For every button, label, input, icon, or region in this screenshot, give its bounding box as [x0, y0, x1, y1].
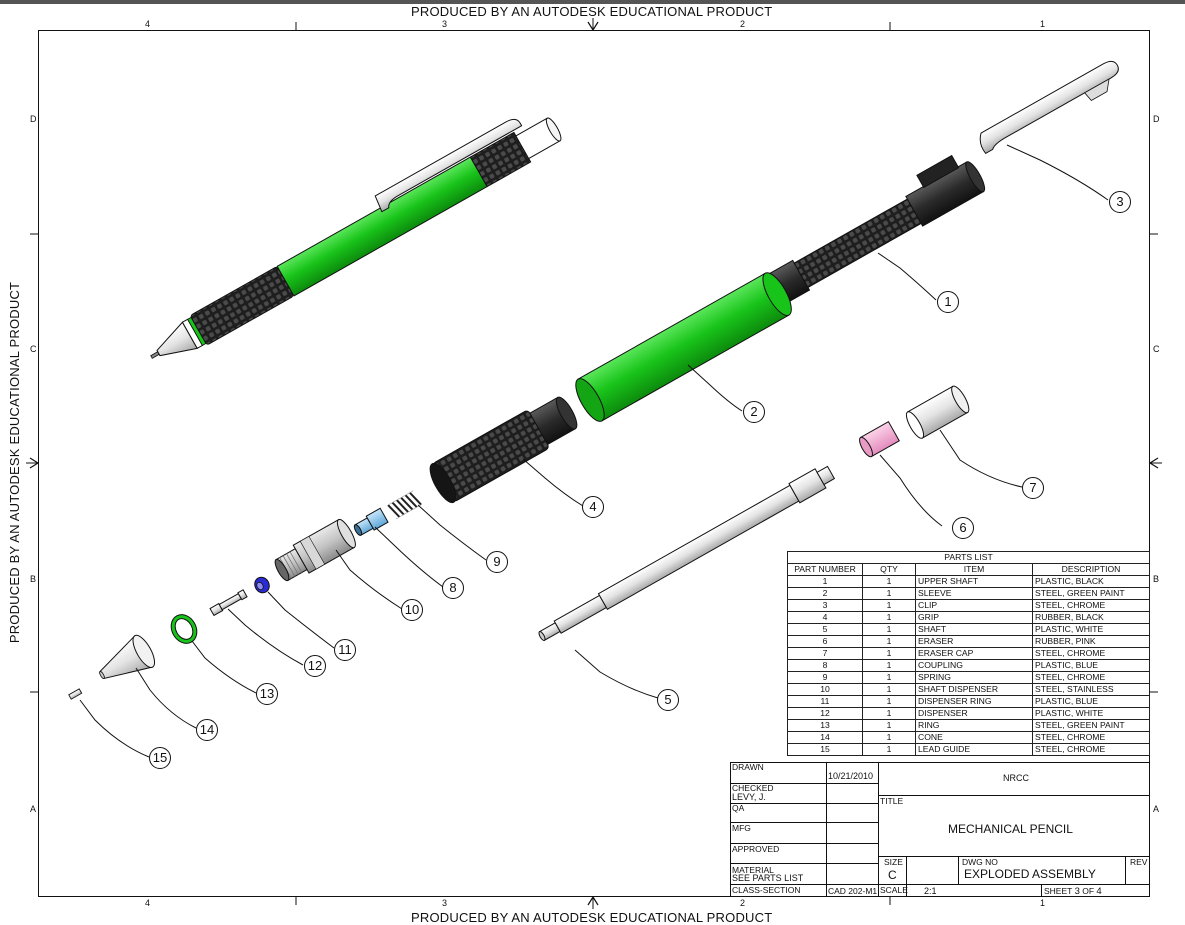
zone-row-a-right: A	[1153, 804, 1160, 814]
class-section-label: CLASS-SECTION	[732, 885, 801, 895]
scale-label: SCALE	[880, 885, 908, 895]
dwg-no-label: DWG NO	[962, 857, 998, 867]
balloon-7: 7	[1022, 477, 1044, 499]
zone-row-b-right: B	[1153, 574, 1160, 584]
sheet-label: SHEET	[1044, 886, 1073, 896]
dispenser-part	[209, 589, 248, 617]
item-cell: LEAD GUIDE	[915, 743, 1033, 756]
zone-col-2-top: 2	[740, 19, 746, 29]
parts-list-table: PARTS LIST PART NUMBER QTY ITEM DESCRIPT…	[787, 551, 1150, 756]
zone-col-4-top: 4	[145, 19, 151, 29]
zone-col-3-bottom: 3	[442, 898, 448, 908]
shaft-dispenser-part	[274, 518, 356, 582]
zone-ticks	[26, 18, 1162, 909]
company-name: NRCC	[1003, 773, 1029, 783]
mfg-label: MFG	[732, 823, 751, 833]
sheet-info: SHEET 3 OF 4	[1044, 886, 1102, 897]
zone-col-3-top: 3	[442, 19, 448, 29]
zone-row-d-right: D	[1153, 114, 1160, 124]
sleeve-part	[575, 272, 792, 422]
zone-col-4-bottom: 4	[145, 898, 151, 908]
qty-cell: 1	[862, 743, 916, 756]
balloon-15: 15	[149, 747, 171, 769]
balloon-13: 13	[256, 683, 278, 705]
spring-part	[387, 490, 422, 520]
balloon-1: 1	[937, 291, 959, 313]
cone-part	[99, 634, 156, 680]
zone-col-1-bottom: 1	[1040, 898, 1046, 908]
material-label: MATERIAL	[732, 865, 774, 875]
balloon-3: 3	[1109, 191, 1131, 213]
zone-col-1-top: 1	[1040, 19, 1046, 29]
eraser-part	[859, 420, 900, 458]
checked-label: CHECKED	[732, 783, 774, 793]
drawing-title: MECHANICAL PENCIL	[948, 822, 1073, 836]
qa-label: QA	[732, 803, 745, 813]
eraser-cap-part	[905, 385, 970, 439]
description-cell: STEEL, CHROME	[1032, 743, 1150, 756]
clip-part	[979, 60, 1119, 155]
watermark-bottom: PRODUCED BY AN AUTODESK EDUCATIONAL PROD…	[411, 910, 773, 925]
zone-row-a-left: A	[30, 804, 37, 814]
balloon-9: 9	[486, 551, 508, 573]
watermark-top: PRODUCED BY AN AUTODESK EDUCATIONAL PROD…	[411, 4, 773, 19]
drawn-label: DRAWN	[732, 762, 764, 772]
balloon-12: 12	[304, 655, 326, 677]
ring-part	[170, 614, 198, 644]
lead-guide-part	[68, 688, 83, 700]
drawn-date: 10/21/2010	[828, 771, 874, 781]
assembled-pencil	[150, 117, 562, 359]
checked-by: LEVY, J.	[732, 792, 766, 802]
shaft-part	[538, 465, 836, 642]
dispenser-ring-part	[254, 576, 270, 594]
material-value: SEE PARTS LIST	[732, 873, 804, 883]
leader-lines	[79, 144, 1109, 758]
coupling-part	[353, 507, 389, 536]
size-label: SIZE	[884, 857, 903, 867]
balloon-8: 8	[442, 577, 464, 599]
zone-row-b-left: B	[30, 574, 37, 584]
scale-value: 2:1	[924, 886, 937, 896]
size-value: C	[888, 868, 897, 882]
sheet-total: 4	[1096, 886, 1102, 897]
balloon-5: 5	[657, 689, 679, 711]
zone-col-2-bottom: 2	[740, 898, 746, 908]
balloon-10: 10	[401, 599, 423, 621]
zone-row-c-right: C	[1153, 344, 1160, 354]
sheet-number: 3	[1074, 886, 1080, 897]
zone-row-c-left: C	[30, 344, 37, 354]
balloon-11: 11	[334, 639, 356, 661]
center-marks	[29, 21, 1159, 906]
rev-label: REV	[1130, 857, 1148, 867]
grip-part	[429, 396, 578, 504]
approved-label: APPROVED	[732, 844, 780, 854]
balloon-6: 6	[952, 517, 974, 539]
dwg-no-value: EXPLODED ASSEMBLY	[964, 867, 1096, 881]
of-label: OF	[1082, 886, 1095, 896]
balloon-14: 14	[196, 719, 218, 741]
class-section-value: CAD 202-M1	[828, 886, 878, 896]
zone-row-d-left: D	[30, 114, 37, 124]
balloon-2: 2	[743, 401, 765, 423]
balloon-4: 4	[582, 496, 604, 518]
title-label: TITLE	[880, 796, 904, 806]
